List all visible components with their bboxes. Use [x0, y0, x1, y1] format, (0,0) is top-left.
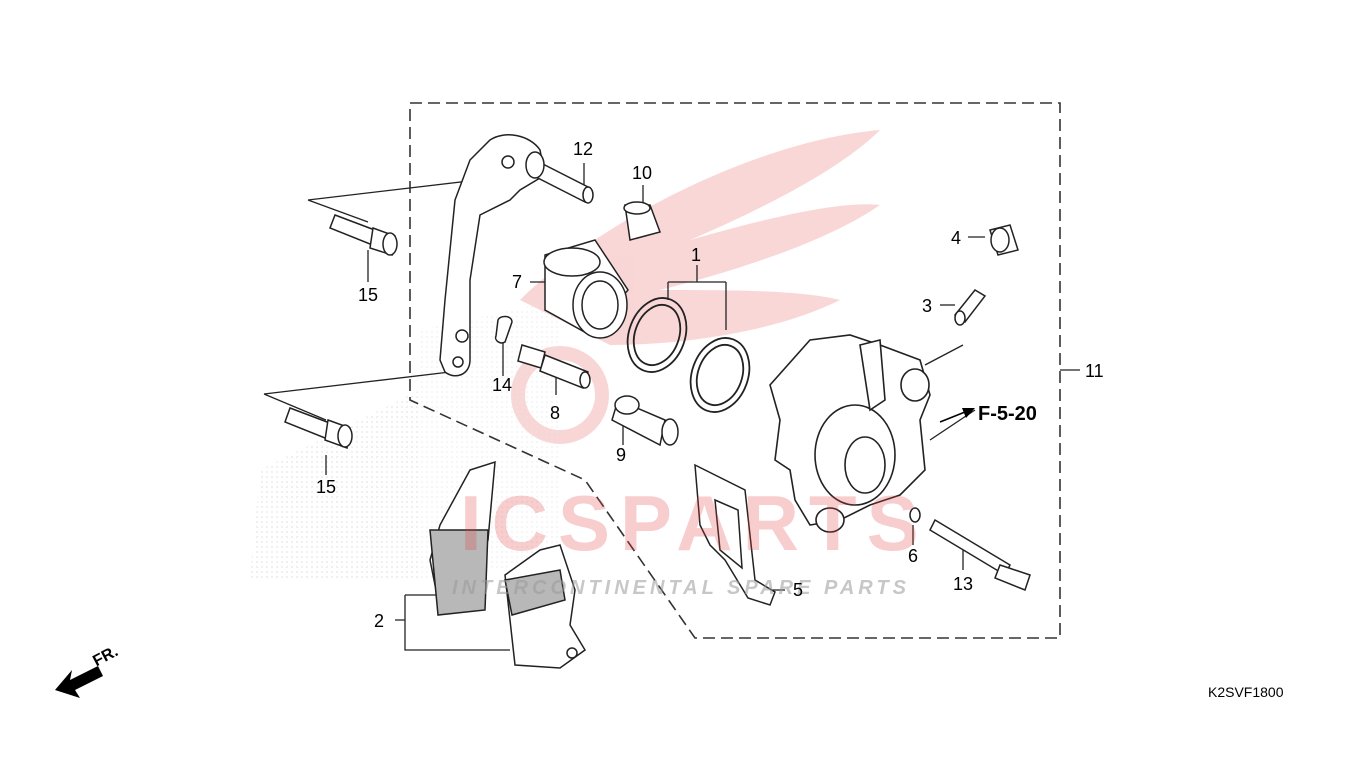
pin-boot [623, 201, 661, 241]
front-direction-arrow [55, 666, 103, 698]
callout-9: 9 [616, 445, 627, 465]
callout-2: 2 [374, 611, 385, 631]
callout-8: 8 [550, 403, 561, 423]
bleeder-cap [989, 224, 1019, 256]
o-ring [909, 507, 921, 523]
callout-15-lower: 15 [316, 477, 337, 497]
diagram-code: K2SVF1800 [1208, 684, 1284, 700]
mounting-bolt [284, 407, 353, 450]
assembly-outline [409, 102, 1061, 639]
caliper-pin [517, 344, 591, 389]
callout-13: 13 [953, 574, 974, 594]
pin-boot-lower [611, 395, 679, 447]
callout-11: 11 [1085, 361, 1104, 381]
bracket-pin [525, 151, 594, 204]
watermark-brand: ICSPARTS [460, 479, 929, 567]
reference-arrow [939, 408, 975, 423]
callout-5: 5 [793, 580, 804, 600]
watermark-tagline: INTERCONTINENTAL SPARE PARTS [452, 577, 910, 599]
caliper-body [769, 334, 931, 533]
callout-7: 7 [512, 272, 523, 292]
bleeder-screw [953, 289, 987, 326]
callout-10: 10 [632, 163, 653, 183]
piston-seal-set [626, 297, 751, 413]
callout-1: 1 [691, 245, 702, 265]
caliper-piston [543, 239, 629, 339]
reference-label: F-5-20 [978, 403, 1037, 425]
pad-spring [694, 463, 776, 606]
callout-14: 14 [492, 375, 513, 395]
mounting-bolt [329, 214, 398, 256]
retaining-clip [494, 315, 513, 344]
caliper-bracket [439, 134, 546, 377]
callout-4: 4 [951, 228, 962, 248]
callout-15-upper: 15 [358, 285, 379, 305]
pad-pin [929, 518, 1031, 591]
callout-3: 3 [922, 296, 933, 316]
callout-6: 6 [908, 546, 919, 566]
brake-pads [429, 460, 586, 669]
callout-12: 12 [573, 139, 594, 159]
